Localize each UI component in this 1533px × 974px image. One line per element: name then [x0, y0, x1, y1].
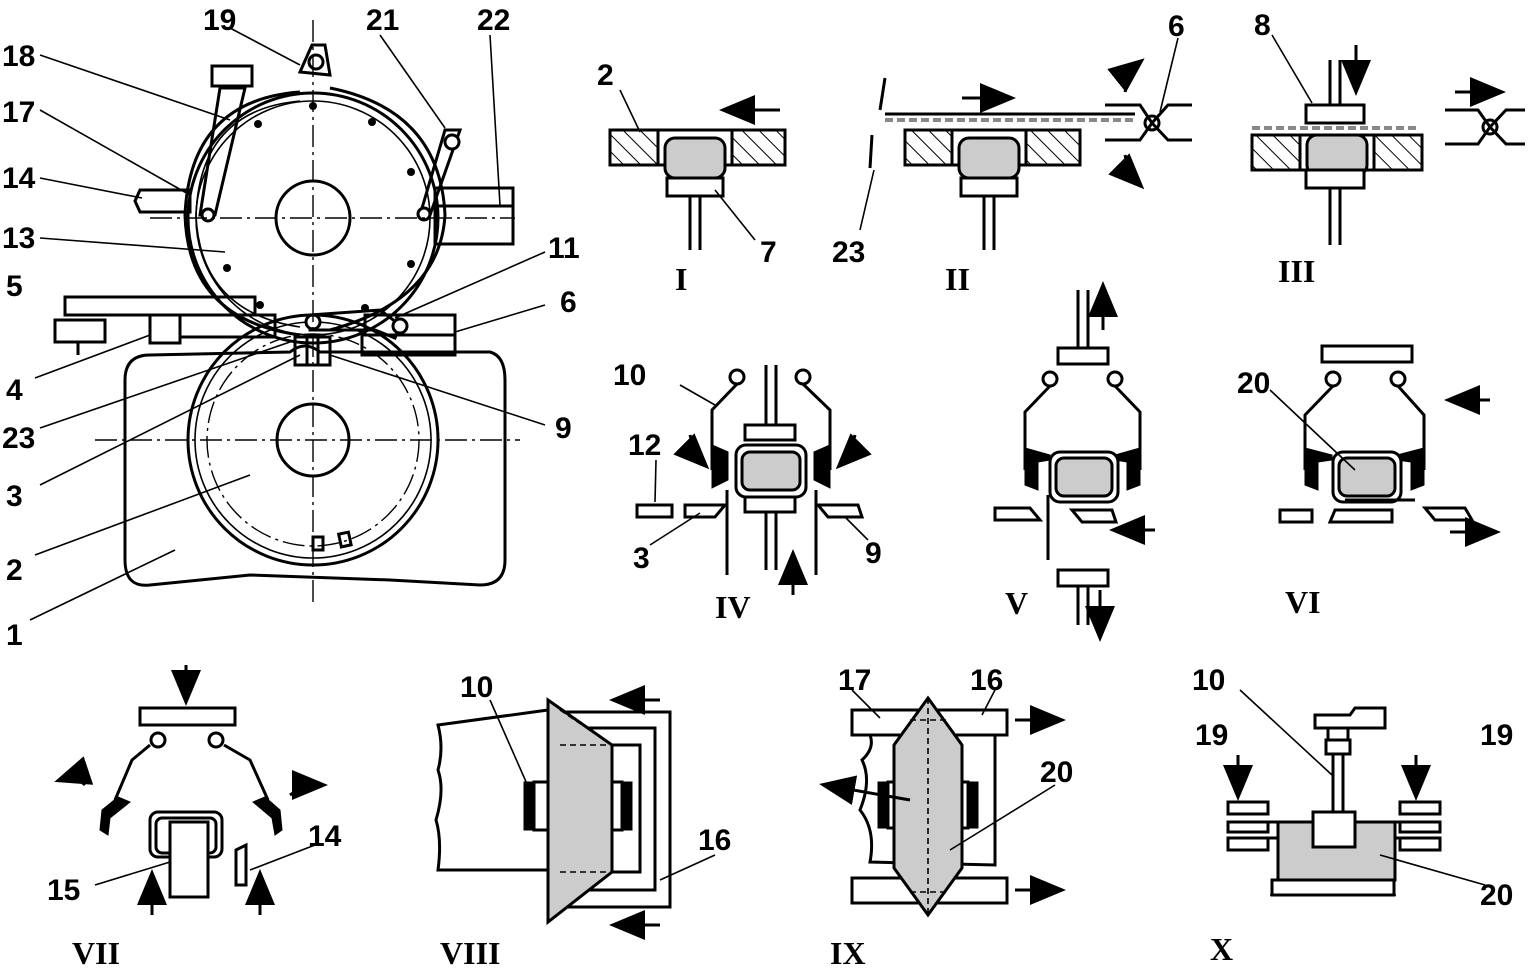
stage-i: 2 7 I	[597, 59, 787, 297]
stage-iv-label-10: 10	[613, 359, 646, 392]
lower-slot-a	[311, 535, 325, 552]
label-3: 3	[6, 480, 23, 513]
stage-iii: 8 III	[1250, 9, 1525, 289]
stage-vii-label-14: 14	[308, 820, 342, 853]
pivot-left	[200, 207, 216, 223]
label-2: 2	[6, 554, 23, 587]
pin-19-eye	[307, 53, 325, 71]
label-9: 9	[555, 412, 572, 445]
stage-iv-label-12: 12	[628, 429, 661, 462]
shaft-14	[133, 188, 192, 214]
label-18: 18	[2, 40, 35, 73]
guide-22	[433, 186, 515, 246]
stage-vii-label-15: 15	[47, 874, 80, 907]
stage-iv-roman: IV	[715, 589, 751, 625]
stage-vii-roman: VII	[72, 935, 120, 971]
block-5	[53, 318, 107, 344]
stage-x: 10 19 19 20 X	[1192, 664, 1513, 967]
stage-iv-label-3: 3	[633, 542, 650, 575]
lever-11-eye	[391, 317, 409, 335]
label-23: 23	[2, 422, 35, 455]
stage-ix-label-16: 16	[970, 664, 1003, 697]
label-17: 17	[2, 96, 35, 129]
stage-viii-label-10: 10	[460, 671, 493, 704]
stage-x-label-20: 20	[1480, 879, 1513, 912]
stage-i-label-2: 2	[597, 59, 614, 92]
stage-vi: 20 VI	[1237, 344, 1501, 620]
pitch-dots	[223, 102, 415, 312]
lower-slot-b	[336, 530, 353, 549]
label-22: 22	[477, 4, 510, 37]
label-1: 1	[6, 619, 23, 652]
lever-21-eye	[443, 133, 461, 151]
stage-ix-label-17: 17	[838, 664, 871, 697]
right-arc	[329, 86, 447, 332]
lever-11	[308, 308, 402, 340]
stage-iii-roman: III	[1278, 253, 1315, 289]
stage-i-label-7: 7	[760, 236, 777, 269]
stage-v: V	[993, 281, 1155, 642]
label-13: 13	[2, 222, 35, 255]
stage-x-label-19-right: 19	[1480, 719, 1513, 752]
main-machine-view: 19 21 22 18 17 14 13 11 5 6 4 23 9 3 2 1	[2, 4, 580, 652]
stage-x-roman: X	[1210, 931, 1233, 967]
stage-ii-roman: II	[945, 261, 970, 297]
stage-vii: 15 14 VII	[47, 665, 342, 971]
leader-lines	[29, 27, 546, 621]
label-19: 19	[203, 4, 236, 37]
label-11: 11	[548, 232, 580, 265]
stage-v-roman: V	[1005, 585, 1028, 621]
stage-ix-label-20: 20	[1040, 756, 1073, 789]
pivot-right	[416, 206, 432, 222]
stage-x-label-10: 10	[1192, 664, 1225, 697]
stage-ii-label-6: 6	[1168, 10, 1185, 43]
label-21: 21	[366, 4, 399, 37]
label-4: 4	[6, 374, 23, 407]
stage-vi-label-20: 20	[1237, 367, 1270, 400]
stage-ix-roman: IX	[830, 935, 866, 971]
pin-19	[297, 43, 332, 77]
label-14: 14	[2, 162, 36, 195]
stage-ii: 23 6 II	[832, 10, 1192, 297]
stage-iv-label-9: 9	[865, 537, 882, 570]
stage-viii-label-16: 16	[698, 824, 731, 857]
belt-loop-inner	[195, 100, 301, 328]
stage-iv: 10 12 3 9 IV	[613, 359, 882, 625]
stage-ii-label-23: 23	[832, 236, 865, 269]
stage-iii-label-8: 8	[1254, 9, 1271, 42]
block-4	[148, 313, 182, 345]
label-6: 6	[560, 286, 577, 319]
stage-vi-roman: VI	[1285, 584, 1321, 620]
stage-i-roman: I	[675, 261, 687, 297]
stage-viii: 10 16 VIII	[434, 671, 731, 971]
lever-18-cap	[210, 64, 254, 88]
stage-x-label-19-left: 19	[1195, 719, 1228, 752]
stage-viii-roman: VIII	[440, 935, 500, 971]
stage-ix: 17 16 20 IX	[819, 664, 1073, 971]
label-5: 5	[6, 270, 23, 303]
